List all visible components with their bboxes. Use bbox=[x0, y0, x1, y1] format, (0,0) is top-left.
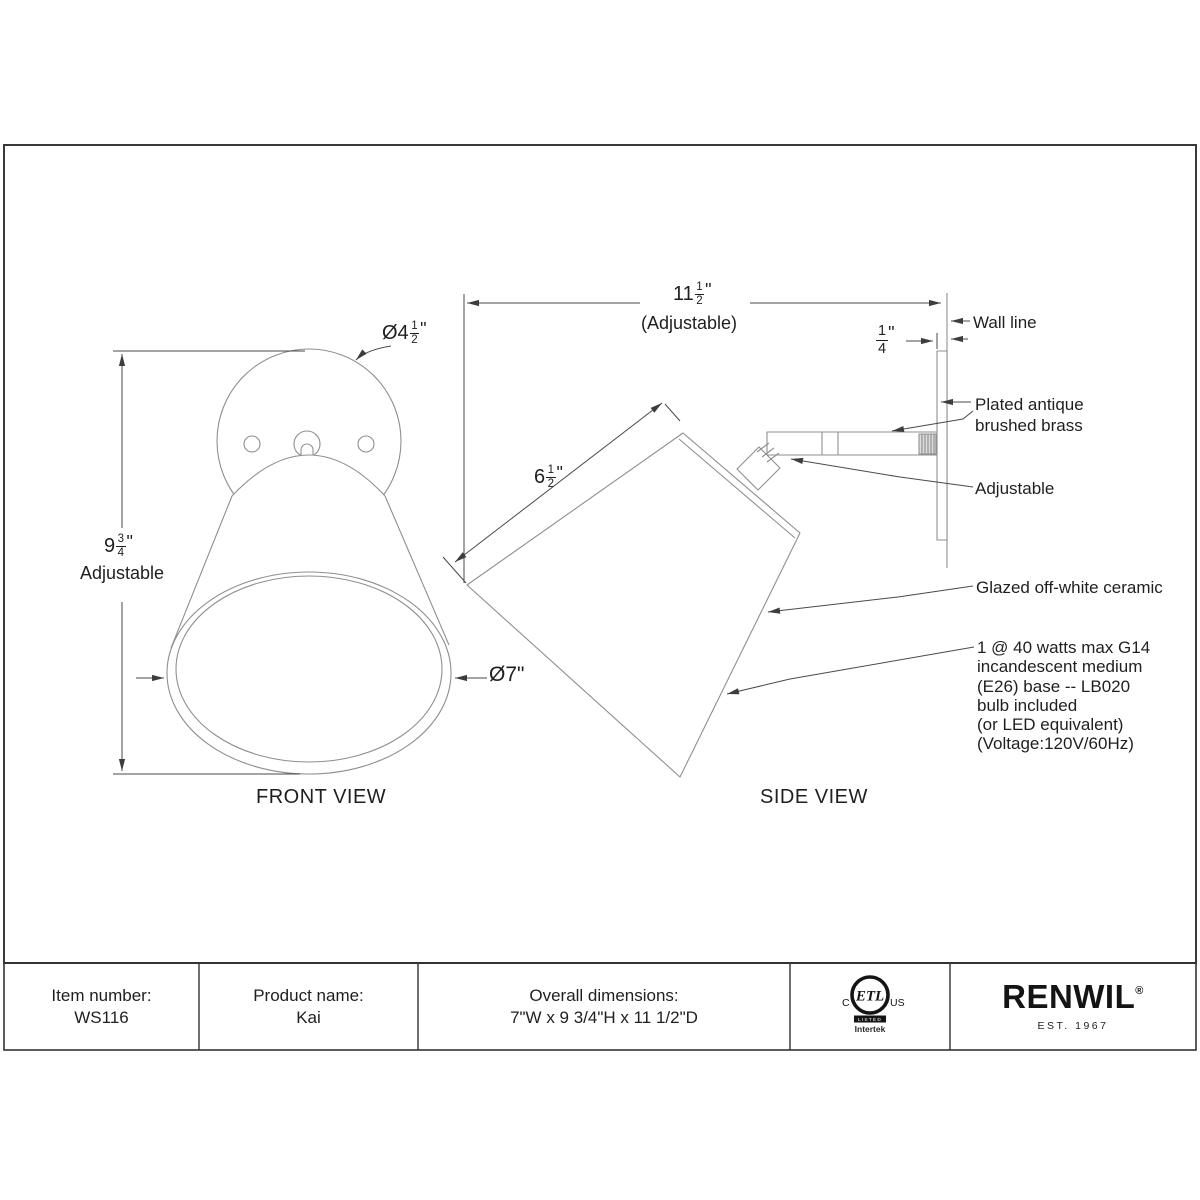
dim-height-note: Adjustable bbox=[80, 563, 165, 583]
dim-depth-note: (Adjustable) bbox=[641, 313, 738, 333]
etl-listed-logo: ETL C US LISTED Intertek bbox=[842, 974, 905, 1034]
front-screw-hole-right bbox=[357, 435, 375, 453]
side-shade-rim-line bbox=[678, 438, 796, 539]
front-plate-leader bbox=[355, 345, 392, 361]
bulb-note-line: (or LED equivalent) bbox=[977, 715, 1124, 735]
intertek-text: Intertek bbox=[855, 1024, 886, 1034]
sheet-frame bbox=[3, 144, 1197, 1051]
item-number-value: WS116 bbox=[74, 1007, 129, 1027]
label-bulb-note: 1 @ 40 watts max G14 incandescent medium… bbox=[977, 638, 1150, 754]
side-arm bbox=[766, 431, 938, 456]
label-adjustable: Adjustable bbox=[975, 479, 1055, 498]
label-finish: Plated antique brushed brass bbox=[975, 394, 1084, 436]
side-hinge-line-3 bbox=[766, 452, 780, 463]
label-wall-line: Wall line bbox=[973, 313, 1037, 332]
dim-opening-diameter: Ø7" bbox=[489, 663, 525, 686]
spec-table-border bbox=[3, 962, 1197, 1051]
front-shade-opening-outer bbox=[166, 571, 452, 775]
side-view-title: SIDE VIEW bbox=[760, 786, 868, 808]
product-name-label: Product name: bbox=[253, 985, 364, 1005]
label-finish-line1: Plated antique bbox=[975, 395, 1084, 414]
item-number-label: Item number: bbox=[51, 985, 152, 1005]
label-ceramic: Glazed off-white ceramic bbox=[976, 578, 1163, 597]
brand-logo: RENWIL® bbox=[1002, 976, 1144, 1015]
bulb-note-line: incandescent medium bbox=[977, 657, 1143, 677]
front-screw-hole-left bbox=[243, 435, 261, 453]
leader-finish-arm bbox=[891, 410, 974, 433]
front-view-title: FRONT VIEW bbox=[256, 786, 387, 808]
label-finish-line2: brushed brass bbox=[975, 416, 1083, 435]
side-shade bbox=[466, 432, 801, 778]
etl-mark-text: ETL bbox=[855, 988, 884, 1004]
bulb-note-line: bulb included bbox=[977, 695, 1078, 715]
product-name-value: Kai bbox=[296, 1007, 321, 1027]
leader-ceramic bbox=[767, 585, 974, 614]
front-keyhole-slot bbox=[300, 443, 314, 457]
leader-bulb bbox=[726, 646, 975, 695]
front-shade-top-rim bbox=[231, 454, 386, 497]
etl-c-text: C bbox=[842, 997, 850, 1009]
side-pivot-knuckle bbox=[736, 446, 781, 491]
brand-established: EST. 1967 bbox=[1037, 1020, 1109, 1032]
etl-listed-text: LISTED bbox=[858, 1017, 882, 1023]
brand-name-text: RENWIL bbox=[1002, 978, 1136, 1015]
overall-dimensions-value: 7"W x 9 3/4"H x 11 1/2"D bbox=[510, 1007, 698, 1027]
bulb-note-line: (Voltage:120V/60Hz) bbox=[977, 734, 1134, 754]
table-cell-brand: RENWIL® EST. 1967 bbox=[950, 963, 1196, 1050]
table-cell-dimensions: Overall dimensions: 7"W x 9 3/4"H x 11 1… bbox=[418, 963, 790, 1050]
side-shade-ext-tick-bottom bbox=[442, 556, 467, 584]
etl-listed-banner bbox=[854, 1015, 886, 1022]
table-cell-certification: ETL C US LISTED Intertek bbox=[790, 963, 950, 1050]
side-shade-ext-tick-top bbox=[664, 403, 681, 422]
side-knurled-knob bbox=[918, 433, 937, 455]
fixture-geometry bbox=[166, 293, 948, 778]
bulb-note-line: (E26) base -- LB020 bbox=[977, 676, 1131, 696]
table-cell-product: Product name: Kai bbox=[199, 963, 418, 1050]
overall-dimensions-label: Overall dimensions: bbox=[529, 985, 679, 1005]
front-shade-right-edge bbox=[384, 495, 450, 646]
side-hinge-line-1 bbox=[756, 442, 770, 453]
registered-mark: ® bbox=[1135, 985, 1144, 997]
dimension-lines bbox=[113, 294, 975, 775]
table-cell-item: Item number: WS116 bbox=[4, 963, 199, 1050]
etl-us-text: US bbox=[890, 997, 905, 1009]
front-shade-left-edge bbox=[170, 495, 233, 649]
front-shade-opening-inner bbox=[175, 575, 443, 763]
bulb-note-line: 1 @ 40 watts max G14 bbox=[977, 638, 1151, 657]
etl-circle bbox=[850, 974, 890, 1015]
side-hinge-line-2 bbox=[761, 447, 775, 458]
side-shade-dim bbox=[454, 402, 663, 563]
side-wall-plate bbox=[936, 350, 948, 541]
leader-adjustable bbox=[790, 457, 974, 488]
